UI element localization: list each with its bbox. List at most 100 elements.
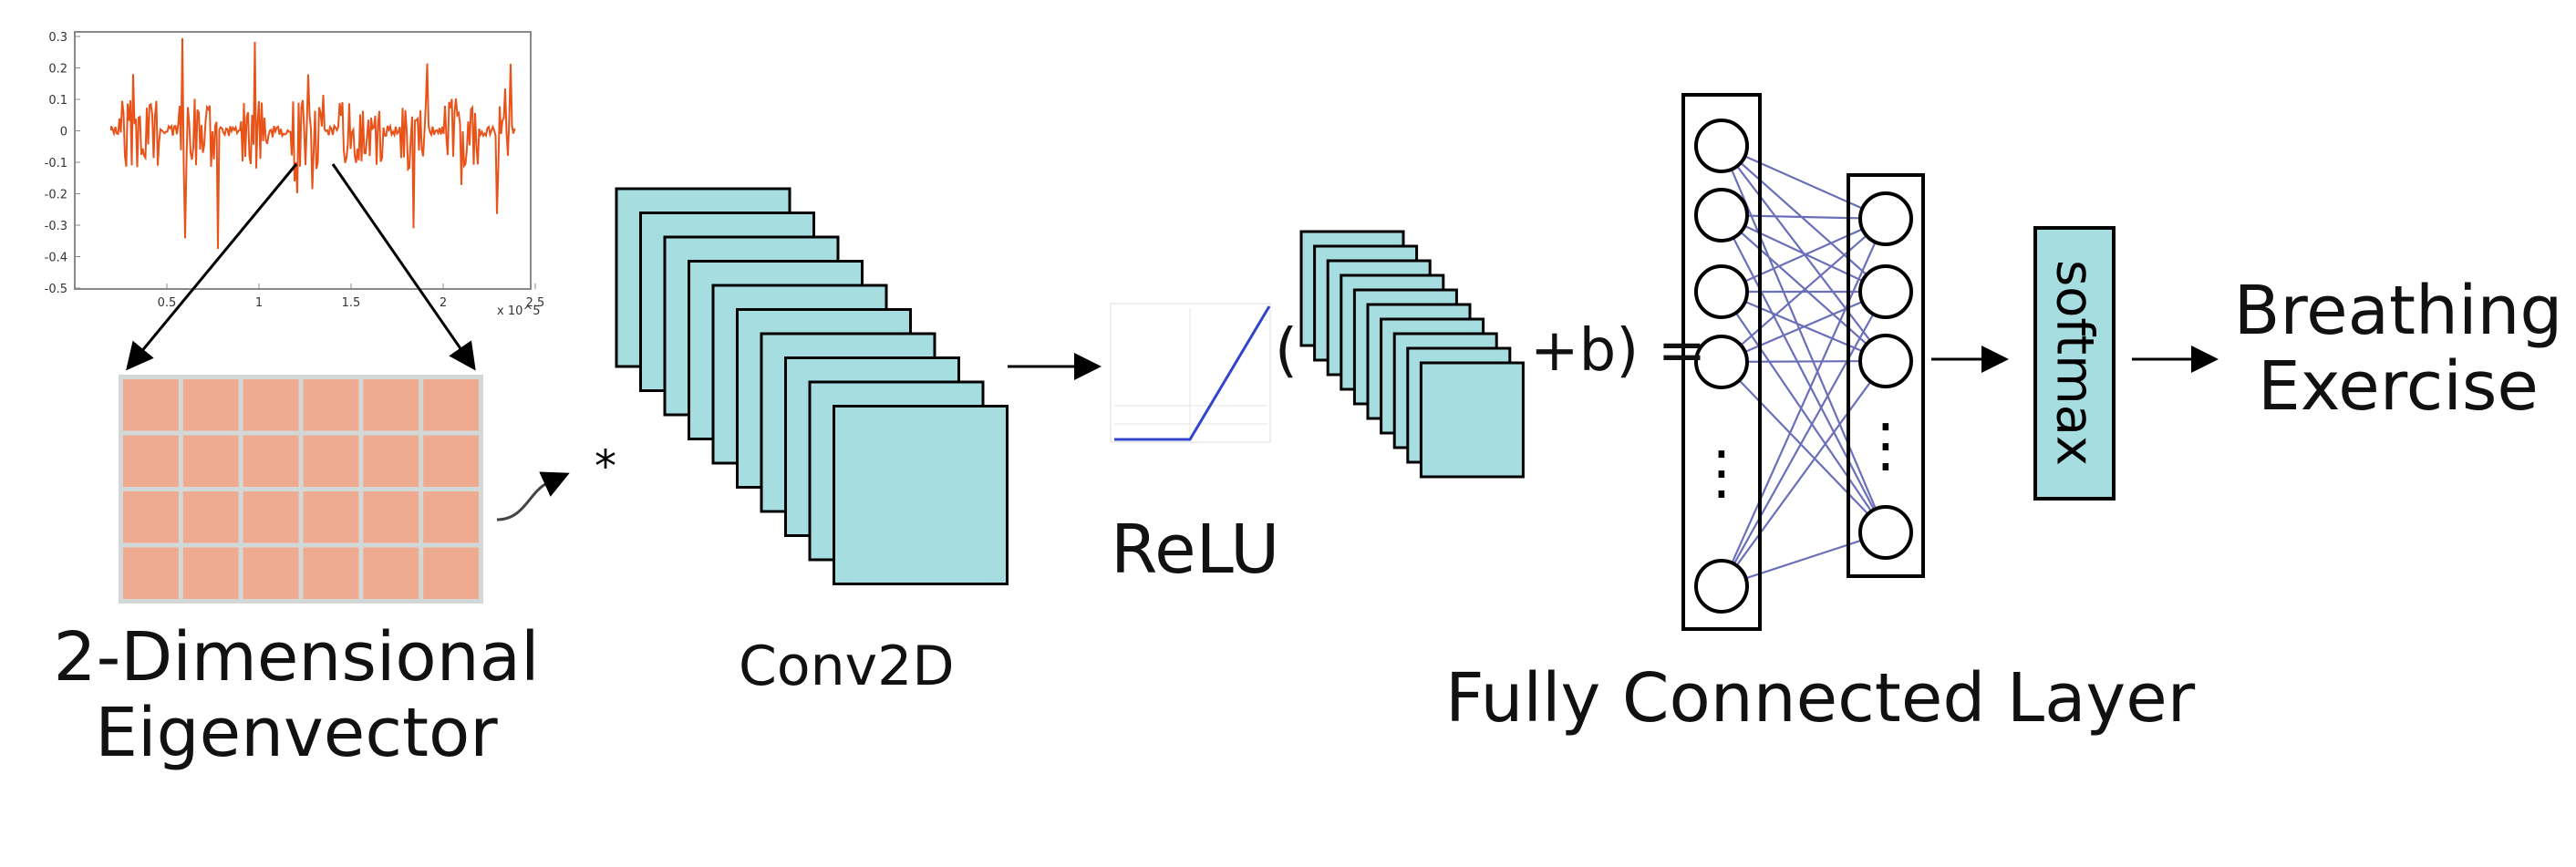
fc-hidden-neuron — [1858, 505, 1913, 560]
signal-plot-exponent: x 10^5 — [497, 304, 541, 318]
x-tick-label: 2.5 — [526, 296, 545, 310]
fc-connection — [1721, 145, 1887, 293]
eigenvector-label: 2-Dimensional Eigenvector — [27, 620, 565, 771]
fc-hidden-layer-box — [1847, 173, 1925, 578]
y-tick-label: 0.1 — [48, 94, 67, 108]
fc-input-neuron — [1694, 559, 1749, 614]
y-tick-label: -0.4 — [45, 252, 67, 265]
eigenvector-grid — [119, 375, 483, 604]
eigenvector-cell — [363, 547, 419, 599]
eigenvector-label-line2: Eigenvector — [95, 693, 498, 772]
x-tick-label: 1.5 — [342, 296, 361, 310]
eigenvector-cell — [423, 491, 479, 543]
eigenvector-cell — [303, 435, 359, 487]
eigenvector-cell — [303, 491, 359, 543]
y-tick-label: 0.3 — [48, 31, 67, 45]
eigenvector-cell — [123, 491, 179, 543]
fc-input-neuron — [1694, 264, 1749, 319]
fc-connection — [1721, 360, 1887, 587]
output-label-line2: Exercise — [2258, 346, 2539, 426]
eigenvector-cell — [243, 379, 299, 431]
arrow-plot-to-grid-right — [331, 163, 476, 371]
fc-connection — [1720, 145, 1888, 533]
fc-input-neuron — [1694, 335, 1749, 389]
eigenvector-cell — [123, 547, 179, 599]
relu-curve — [1114, 305, 1271, 441]
fc-connection — [1721, 213, 1887, 221]
softmax-box — [2033, 226, 2116, 501]
open-paren: ( — [1275, 317, 1298, 385]
fc-input-ellipsis: ⋮ — [1692, 439, 1751, 507]
output-label: Breathing Exercise — [2225, 274, 2571, 425]
fc-connection — [1721, 214, 1887, 362]
convolution-operator: * — [595, 441, 616, 492]
conv2d-feature-maps — [615, 187, 1009, 585]
fc-connection — [1721, 290, 1887, 364]
eigenvector-cell — [123, 435, 179, 487]
softmax-label: softmax — [2045, 260, 2105, 466]
signal-plot-frame — [74, 31, 532, 290]
fc-connection — [1721, 214, 1887, 533]
x-tick-label: 2 — [440, 296, 447, 310]
eigenvector-cell — [303, 547, 359, 599]
eigenvector-cell — [243, 435, 299, 487]
eigenvector-cell — [423, 379, 479, 431]
eigenvector-cell — [243, 547, 299, 599]
eigenvector-cell — [423, 547, 479, 599]
fc-connection — [1721, 531, 1887, 588]
eigenvector-label-line1: 2-Dimensional — [53, 618, 540, 697]
conv2d-feature-map — [833, 405, 1009, 585]
signal-plot: 0.3 0.2 0.1 0 -0.1 -0.2 -0.3 -0.4 -0.5 0.5 1 1.5 2 2… — [45, 31, 545, 318]
y-tick-label: -0.3 — [45, 220, 67, 233]
eigenvector-cell — [123, 379, 179, 431]
fc-connection — [1721, 144, 1887, 221]
signal-plot-y-ticks: 0.3 0.2 0.1 0 -0.1 -0.2 -0.3 -0.4 -0.5 — [45, 31, 80, 296]
arrow-grid-to-conv — [496, 471, 570, 521]
eigenvector-cell — [423, 435, 479, 487]
eigenvector-cell — [182, 491, 239, 543]
y-tick-label: 0 — [60, 126, 67, 139]
signal-waveform — [110, 37, 516, 250]
x-tick-label: 0.5 — [158, 296, 177, 310]
fc-connection — [1721, 359, 1887, 364]
pooled-feature-maps — [1299, 230, 1525, 479]
eigenvector-cell — [363, 435, 419, 487]
y-tick-label: 0.2 — [48, 63, 67, 77]
fc-neurons: ⋮⋮ — [1692, 119, 1915, 614]
fc-hidden-neuron — [1858, 191, 1913, 246]
y-tick-label: -0.1 — [45, 157, 67, 170]
fc-input-neuron — [1694, 188, 1749, 243]
x-tick-label: 1 — [255, 296, 263, 310]
y-tick-label: -0.2 — [45, 189, 67, 202]
fc-hidden-neuron — [1858, 334, 1913, 388]
arrow-plot-to-grid-left — [126, 163, 298, 371]
fc-connection — [1720, 218, 1888, 587]
pooled-feature-map — [1419, 361, 1525, 479]
signal-plot-x-ticks: 0.5 1 1.5 2 2.5 — [158, 284, 545, 310]
eigenvector-grid-background — [119, 375, 483, 604]
fc-connections — [1720, 144, 1888, 588]
eigenvector-cell — [303, 379, 359, 431]
fc-hidden-neuron — [1858, 264, 1913, 319]
fc-connection — [1721, 291, 1887, 587]
fc-input-neuron — [1694, 119, 1749, 173]
relu-label: ReLU — [1111, 511, 1280, 589]
relu-graph — [1110, 303, 1271, 443]
eigenvector-cell — [182, 547, 239, 599]
eigenvector-cell — [182, 379, 239, 431]
eigenvector-cell — [182, 435, 239, 487]
fully-connected-layer-label: Fully Connected Layer — [1445, 659, 2196, 738]
fc-connection — [1721, 361, 1887, 533]
fc-connection — [1721, 218, 1887, 363]
fc-connection — [1721, 217, 1887, 294]
output-label-line1: Breathing — [2233, 272, 2563, 350]
fc-hidden-ellipsis: ⋮ — [1857, 412, 1915, 480]
fc-connection — [1721, 291, 1887, 533]
fc-input-layer-box — [1681, 93, 1762, 631]
conv2d-label: Conv2D — [739, 635, 955, 698]
bias-equals: +b) = — [1530, 317, 1707, 385]
eigenvector-cell — [243, 491, 299, 543]
eigenvector-cell — [363, 379, 419, 431]
y-tick-label: -0.5 — [45, 283, 67, 296]
